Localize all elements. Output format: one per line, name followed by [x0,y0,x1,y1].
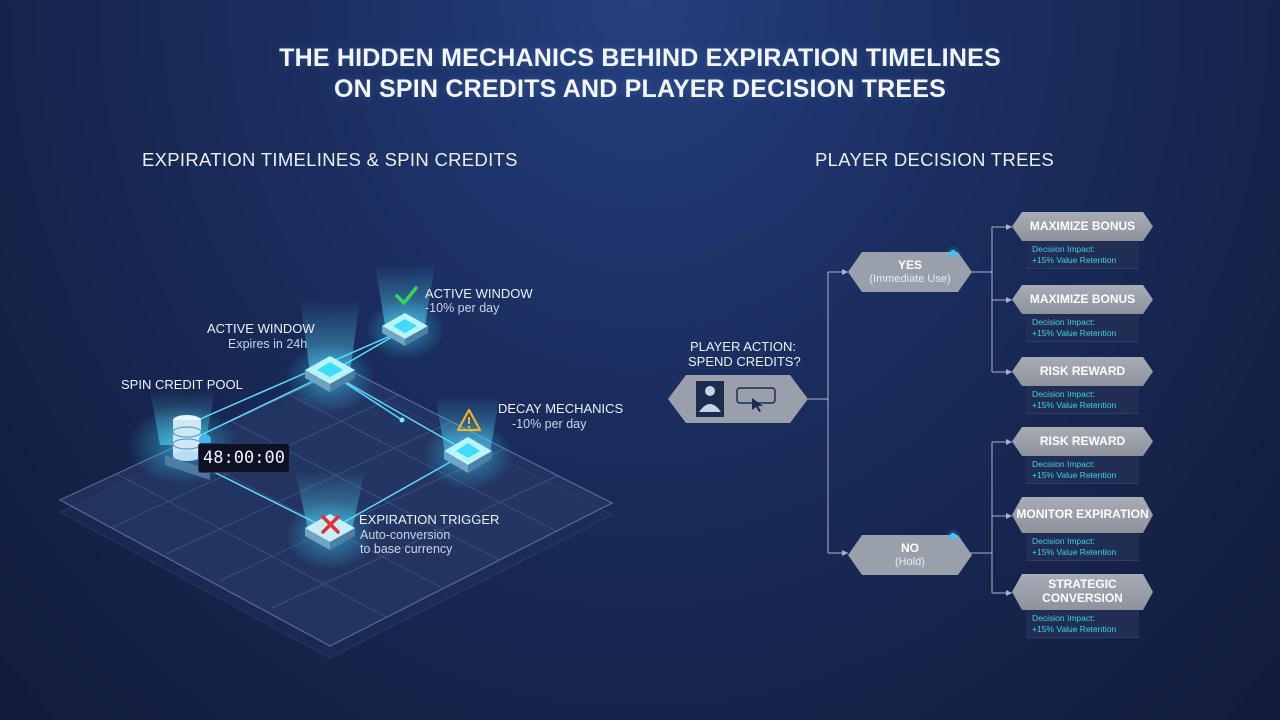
tree-connectors [808,226,1012,594]
no-label: NO [901,541,919,556]
page-title-line1: THE HIDDEN MECHANICS BEHIND EXPIRATION T… [279,44,1001,72]
root-label-2: SPEND CREDITS? [688,354,801,369]
decay-label: DECAY MECHANICS [498,401,624,416]
cube-active-window-1 [305,356,355,392]
outcome-3-label: RISK REWARD [1012,427,1153,456]
database-icon [172,415,211,461]
outcome-4: MONITOR EXPIRATION Decision Impact:+15% … [1012,497,1153,561]
yes-label: YES [897,258,922,273]
root-node-shape [668,375,808,423]
active-window-1-sub: Expires in 24h [228,337,308,351]
outcome-1-impact: Decision Impact:+15% Value Retention [1026,314,1139,342]
active-window-1-label: ACTIVE WINDOW [207,321,315,336]
no-node-shape [848,535,972,575]
cube-expiration [305,514,355,550]
decay-sub: -10% per day [512,417,587,431]
outcome-0-label: MAXIMIZE BONUS [1012,212,1153,241]
outcome-5-label: STRATEGIC CONVERSION [1012,574,1153,610]
yes-sub: (Immediate Use) [869,272,951,285]
warning-icon [456,408,482,432]
right-section-title: PLAYER DECISION TREES [815,149,1054,170]
outcome-4-label: MONITOR EXPIRATION [1012,497,1153,533]
outcome-4-impact: Decision Impact:+15% Value Retention [1026,533,1139,561]
countdown-timer: 48:00:00 [198,443,290,473]
active-window-2-sub: -10% per day [425,301,500,315]
cube-decay [444,437,492,473]
outcome-2-label: RISK REWARD [1012,357,1153,386]
yes-dot [950,250,956,256]
outcome-0: MAXIMIZE BONUS Decision Impact:+15% Valu… [1012,212,1153,269]
no-sub: (Hold) [895,555,925,568]
pool-label: SPIN CREDIT POOL [121,377,243,392]
x-icon [321,515,340,534]
no-dot [950,533,956,539]
expiration-label: EXPIRATION TRIGGER [359,512,500,527]
no-node: NO (Hold) [848,535,972,575]
expiration-sub-2: to base currency [360,542,453,556]
outcome-1: MAXIMIZE BONUS Decision Impact:+15% Valu… [1012,285,1153,342]
outcome-3-impact: Decision Impact:+15% Value Retention [1026,456,1139,484]
user-icon [696,381,724,417]
yes-node-shape [848,252,972,292]
page-title-line2: ON SPIN CREDITS AND PLAYER DECISION TREE… [334,75,946,103]
active-window-2-label: ACTIVE WINDOW [425,286,533,301]
outcome-1-label: MAXIMIZE BONUS [1012,285,1153,314]
outcome-2: RISK REWARD Decision Impact:+15% Value R… [1012,357,1153,414]
outcome-5: STRATEGIC CONVERSION Decision Impact:+15… [1012,574,1153,638]
left-section-title: EXPIRATION TIMELINES & SPIN CREDITS [142,149,518,170]
root-label-1: PLAYER ACTION: [690,339,796,354]
outcome-3: RISK REWARD Decision Impact:+15% Value R… [1012,427,1153,484]
expiration-sub-1: Auto-conversion [360,528,451,542]
check-icon [395,286,418,305]
outcome-5-impact: Decision Impact:+15% Value Retention [1026,610,1139,638]
tap-icon [736,387,776,412]
cube-active-window-2 [382,313,428,346]
outcome-0-impact: Decision Impact:+15% Value Retention [1026,241,1139,269]
yes-node: YES (Immediate Use) [848,252,972,292]
outcome-2-impact: Decision Impact:+15% Value Retention [1026,386,1139,414]
